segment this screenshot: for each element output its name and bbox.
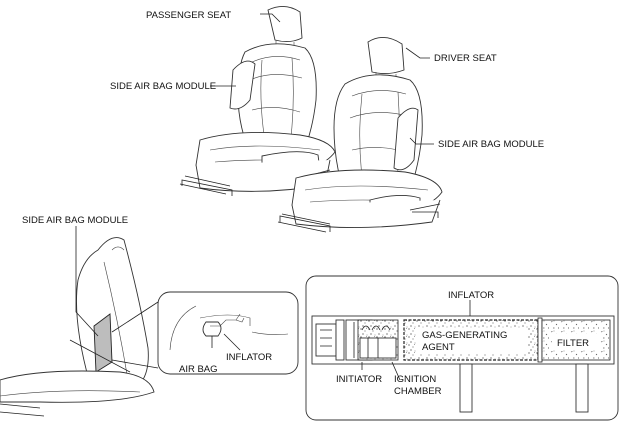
inflator-section	[305, 275, 619, 421]
label-initiator: INITIATOR	[336, 374, 382, 385]
label-inflator-small: INFLATOR	[226, 352, 272, 363]
side-view-seat	[0, 237, 155, 417]
label-side-airbag-module-driver: SIDE AIR BAG MODULE	[438, 139, 544, 150]
label-filter: FILTER	[557, 338, 589, 349]
label-side-airbag-module-side-view: SIDE AIR BAG MODULE	[22, 215, 128, 226]
driver-seat-drawing	[277, 37, 443, 233]
label-ignition-line2: CHAMBER	[394, 386, 442, 397]
label-inflator-title: INFLATOR	[448, 290, 494, 301]
label-air-bag: AIR BAG	[179, 364, 218, 375]
passenger-seat-drawing	[179, 6, 336, 196]
label-gas-generating-agent-line2: AGENT	[422, 342, 455, 353]
driver-side-airbag	[393, 107, 419, 171]
label-gas-generating-agent-line1: GAS-GENERATING	[422, 330, 507, 341]
label-driver-seat: DRIVER SEAT	[434, 53, 497, 64]
label-ignition-line1: IGNITION	[394, 374, 436, 385]
label-side-airbag-module-passenger: SIDE AIR BAG MODULE	[110, 81, 216, 92]
label-passenger-seat: PASSENGER SEAT	[146, 10, 231, 21]
airbag-detail-box	[111, 291, 299, 375]
passenger-side-airbag	[229, 60, 256, 110]
